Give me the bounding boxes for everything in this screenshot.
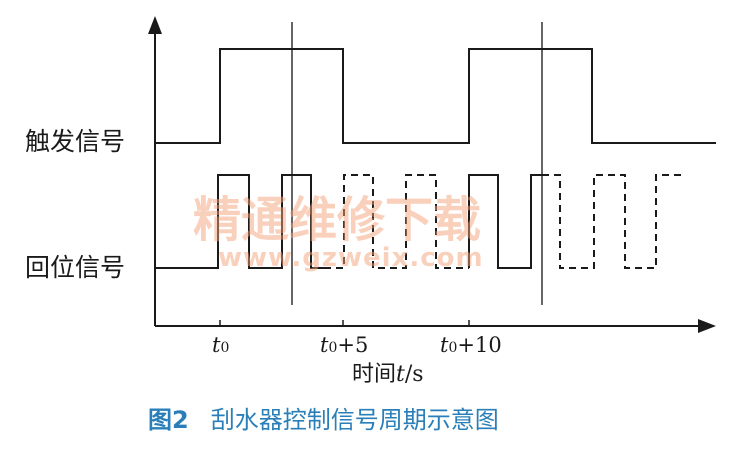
reset-signal-waveform-dashed-2 bbox=[542, 174, 686, 269]
trigger-signal-label: 触发信号 bbox=[25, 127, 125, 156]
trigger-signal-waveform bbox=[155, 48, 716, 144]
tick-label-t0: t0 bbox=[212, 333, 229, 357]
watermark-text: 精通维修下载 bbox=[193, 192, 481, 248]
x-axis-label: 时间t/s bbox=[352, 362, 424, 387]
watermark-url: www.gzweix.com bbox=[218, 243, 484, 273]
y-axis-arrow bbox=[148, 16, 162, 34]
tick-label-t5: t0+5 bbox=[320, 333, 368, 357]
reset-signal-waveform-dashed bbox=[324, 174, 469, 269]
reset-signal-waveform-solid bbox=[155, 174, 324, 269]
x-axis-arrow bbox=[698, 319, 716, 333]
tick-label-t10: t0+10 bbox=[440, 333, 502, 357]
reset-signal-waveform-solid-2 bbox=[468, 174, 542, 269]
reset-signal-label: 回位信号 bbox=[25, 253, 125, 282]
